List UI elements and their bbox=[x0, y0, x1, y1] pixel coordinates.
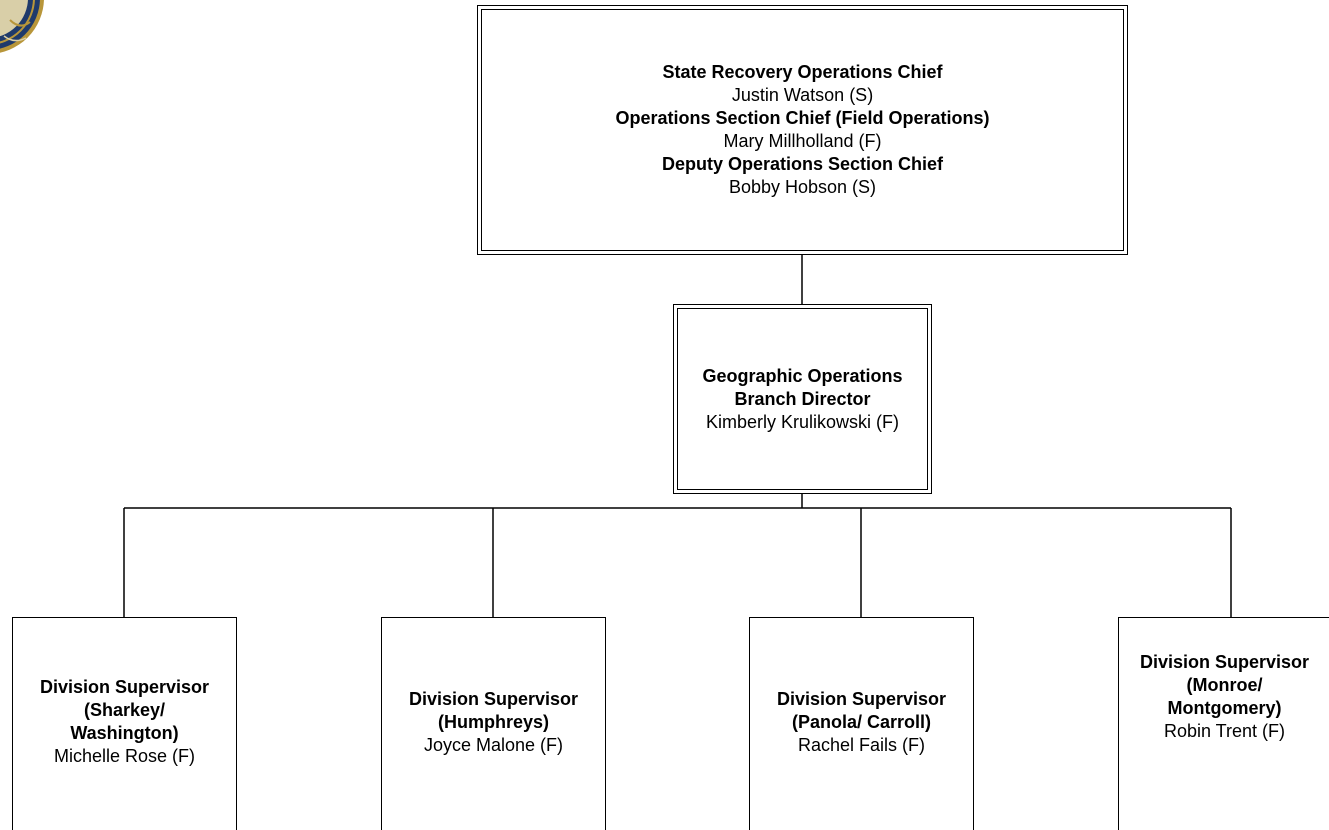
division-title: Division Supervisor bbox=[776, 688, 947, 709]
operations-chief-box: State Recovery Operations Chief Justin W… bbox=[477, 5, 1128, 255]
name-mary-millholland: Mary Millholland (F) bbox=[723, 131, 882, 151]
division-area: (Sharkey/ bbox=[83, 700, 166, 720]
title-state-recovery-operations-chief: State Recovery Operations Chief bbox=[662, 62, 943, 82]
branch-director-box: Geographic Operations Branch Director Ki… bbox=[673, 304, 932, 494]
name-kimberly-krulikowski: Kimberly Krulikowski (F) bbox=[705, 411, 900, 432]
division-box-monroe-montgomery: Division Supervisor (Monroe/ Montgomery)… bbox=[1118, 617, 1329, 830]
division-area: Montgomery) bbox=[1167, 698, 1282, 718]
division-box-panola-carroll: Division Supervisor (Panola/ Carroll) Ra… bbox=[749, 617, 974, 830]
title-branch-director: Branch Director bbox=[734, 388, 871, 409]
state-seal-icon bbox=[0, 0, 44, 53]
division-supervisor-name: Robin Trent (F) bbox=[1163, 721, 1286, 741]
division-supervisor-name: Rachel Fails (F) bbox=[797, 734, 926, 755]
division-area: (Humphreys) bbox=[437, 711, 549, 732]
title-deputy-operations-section-chief: Deputy Operations Section Chief bbox=[661, 154, 944, 174]
division-box-sharkey-washington: Division Supervisor (Sharkey/ Washington… bbox=[12, 617, 237, 830]
division-supervisor-name: Joyce Malone (F) bbox=[423, 734, 564, 755]
division-area: (Monroe/ bbox=[1186, 675, 1263, 695]
title-operations-section-chief: Operations Section Chief (Field Operatio… bbox=[615, 108, 990, 128]
title-geographic-operations: Geographic Operations bbox=[702, 365, 903, 386]
name-bobby-hobson: Bobby Hobson (S) bbox=[728, 177, 877, 197]
division-title: Division Supervisor bbox=[408, 688, 579, 709]
division-supervisor-name: Michelle Rose (F) bbox=[53, 746, 196, 766]
division-area: Washington) bbox=[70, 723, 179, 743]
division-area: (Panola/ Carroll) bbox=[791, 711, 932, 732]
division-title: Division Supervisor bbox=[1139, 652, 1310, 672]
name-justin-watson: Justin Watson (S) bbox=[731, 85, 874, 105]
division-box-humphreys: Division Supervisor (Humphreys) Joyce Ma… bbox=[381, 617, 606, 830]
division-title: Division Supervisor bbox=[39, 677, 210, 697]
